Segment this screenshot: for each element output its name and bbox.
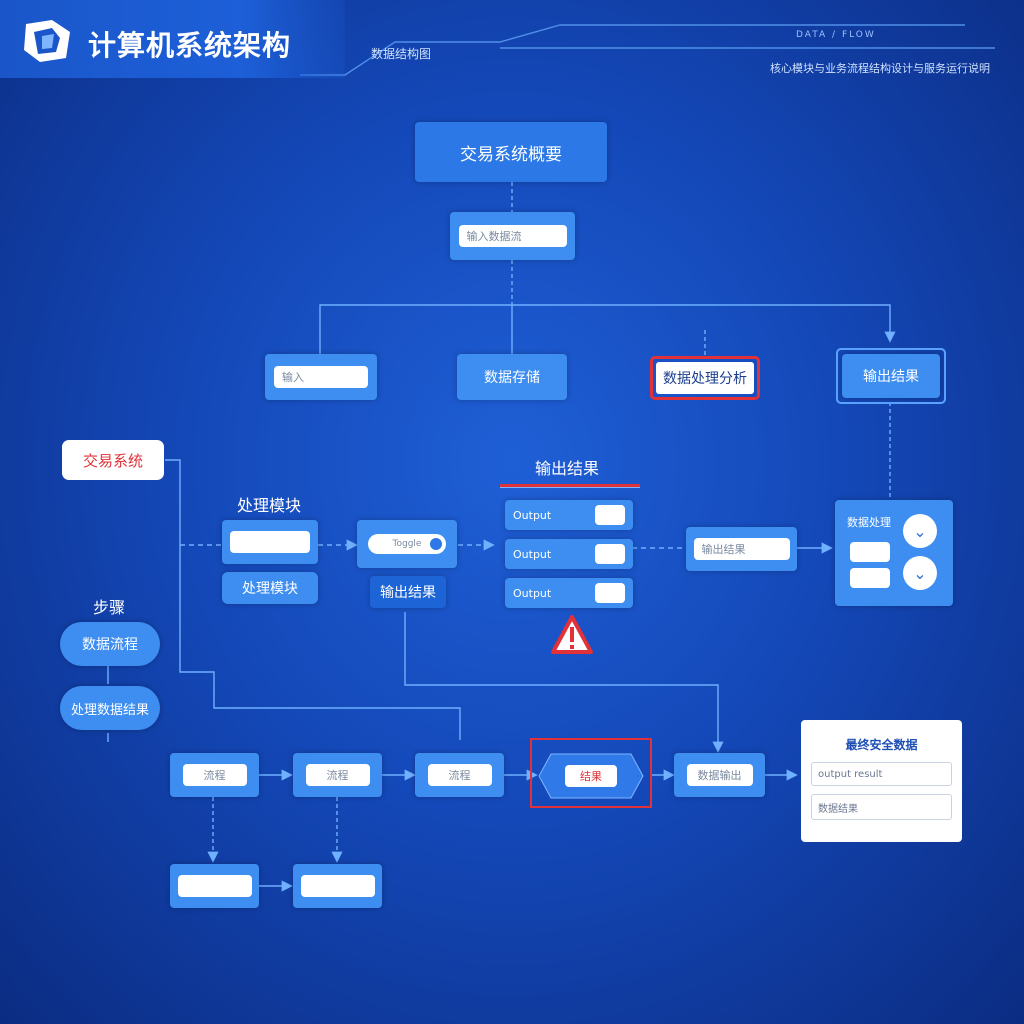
result-card-title: 最终安全数据 [845,738,918,752]
module-label: 处理模块 [237,496,302,515]
chevron-down-icon[interactable]: ⌄ [903,514,937,548]
toggle-switch[interactable]: Toggle [368,534,446,554]
step1-node[interactable]: 数据流程 [60,622,160,666]
result-card-field-1[interactable]: output result [811,762,952,786]
toggle-text: Toggle [392,539,422,549]
output-heading: 输出结果 [535,459,600,478]
flow-node-5-field[interactable]: 数据输出 [686,764,753,786]
flow-node-b1-field[interactable] [177,875,252,897]
header-tiny-text: DATA / FLOW [796,30,876,40]
output-heading-underline [500,484,640,487]
header-subtitle: 核心模块与业务流程结构设计与服务运行说明 [770,62,990,75]
output-row-3-value[interactable] [595,583,625,603]
result-card: 最终安全数据 output result 数据结果 [801,720,962,842]
input-node[interactable]: 输入 [265,354,377,400]
flow-node-3-field[interactable]: 流程 [427,764,492,786]
toggle-knob [430,538,442,550]
flow-node-b2-field[interactable] [300,875,375,897]
mid-result-field[interactable]: 输出结果 [693,538,790,560]
flow-node-b1[interactable] [170,864,259,908]
module-node-field[interactable] [230,531,310,553]
result-card-field-2[interactable]: 数据结果 [811,794,952,820]
toggle-node[interactable]: Toggle [357,520,457,568]
mid-result-node[interactable]: 输出结果 [686,527,797,571]
header-tab[interactable]: 数据结构图 [370,46,431,61]
output-row-3[interactable]: Output [505,578,633,608]
data-panel: 数据处理 ⌄ ⌄ [835,500,953,606]
processing-node[interactable]: 数据处理分析 [656,362,754,394]
data-panel-field-1[interactable] [850,542,890,562]
data-panel-title: 数据处理 [847,516,891,529]
flow-node-5[interactable]: 数据输出 [674,753,765,797]
steps-label: 步骤 [93,598,126,617]
output-row-1-label: Output [513,508,552,522]
output-row-2-label: Output [513,547,552,561]
output-module-button[interactable]: 输出结果 [370,576,446,608]
flow-node-1[interactable]: 流程 [170,753,259,797]
module-button[interactable]: 处理模块 [222,572,318,604]
processing-node-highlight: 数据处理分析 [650,356,760,400]
input-stream-field[interactable]: 输入数据流 [458,225,567,247]
system-tag[interactable]: 交易系统 [62,440,164,480]
app-title: 计算机系统架构 [88,29,292,62]
root-node[interactable]: 交易系统概要 [415,122,607,182]
input-stream-node[interactable]: 输入数据流 [450,212,575,260]
data-panel-field-2[interactable] [850,568,890,588]
flow-node-b2[interactable] [293,864,382,908]
hex-node-field[interactable]: 结果 [565,765,617,787]
hex-node-highlight [530,738,652,808]
output-row-1-value[interactable] [595,505,625,525]
storage-node[interactable]: 数据存储 [457,354,567,400]
output-row-2[interactable]: Output [505,539,633,569]
logo-icon [24,20,70,62]
flow-node-2[interactable]: 流程 [293,753,382,797]
flow-node-3[interactable]: 流程 [415,753,504,797]
output-row-3-label: Output [513,586,552,600]
output-heading-underline-light [500,487,640,488]
flow-node-1-field[interactable]: 流程 [182,764,247,786]
chevron-down-icon-2[interactable]: ⌄ [903,556,937,590]
input-node-field[interactable]: 输入 [274,366,368,388]
output-row-2-value[interactable] [595,544,625,564]
step2-node[interactable]: 处理数据结果 [60,686,160,730]
warning-icon [551,615,593,654]
flow-node-2-field[interactable]: 流程 [305,764,370,786]
output-node-frame: 输出结果 [836,348,946,404]
output-row-1[interactable]: Output [505,500,633,530]
module-node[interactable] [222,520,318,564]
output-node[interactable]: 输出结果 [842,354,940,398]
